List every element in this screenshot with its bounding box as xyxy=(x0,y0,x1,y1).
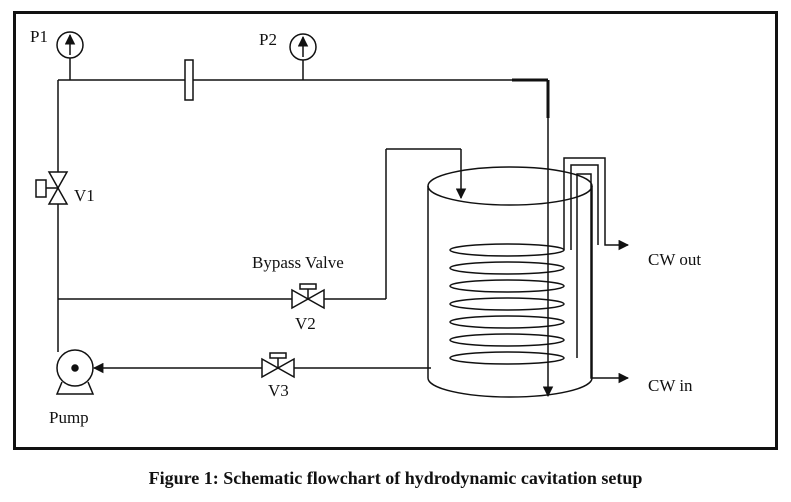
v1-valve-icon xyxy=(35,171,69,205)
pump-label: Pump xyxy=(49,408,89,427)
pump-icon xyxy=(55,349,95,395)
orifice-plate xyxy=(184,59,194,101)
p2-label: P2 xyxy=(259,30,277,49)
diagram-frame xyxy=(13,11,778,450)
figure-caption: Figure 1: Schematic flowchart of hydrody… xyxy=(148,468,643,488)
v3-valve-icon xyxy=(261,352,295,379)
v2-label: V2 xyxy=(295,314,316,333)
cw-in-label: CW in xyxy=(648,376,693,395)
p1-label: P1 xyxy=(30,27,48,46)
cw-in-tube xyxy=(576,173,630,384)
v2-valve-icon xyxy=(291,283,325,310)
v1-label: V1 xyxy=(74,186,95,205)
cw-out-label: CW out xyxy=(648,250,701,269)
tank-vessel xyxy=(427,166,593,398)
cw-out-tube xyxy=(563,157,630,251)
v3-label: V3 xyxy=(268,381,289,400)
cooling-coil xyxy=(449,243,565,365)
bypass-valve-label: Bypass Valve xyxy=(252,253,344,272)
